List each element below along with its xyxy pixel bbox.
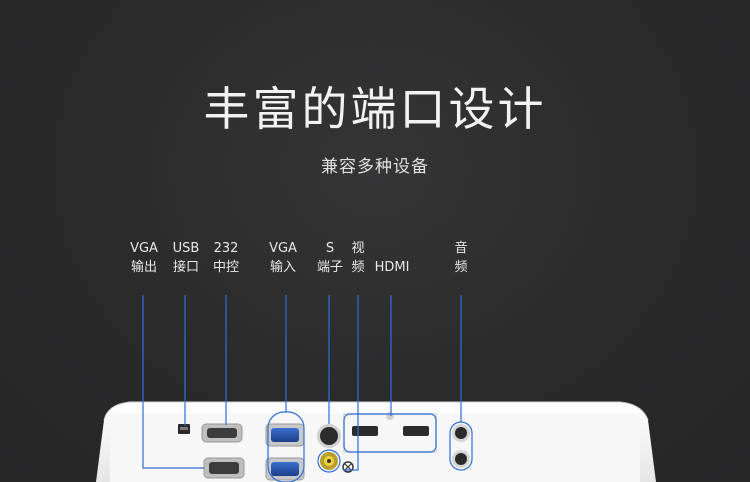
port-label-line2: 接口 bbox=[172, 260, 199, 275]
port-label-line2: 输出 bbox=[130, 260, 157, 275]
port-label-video: 视 频 bbox=[348, 239, 368, 277]
s-video-port-icon bbox=[317, 424, 341, 448]
port-label-line2: HDMI bbox=[374, 260, 410, 275]
port-label-line1: VGA bbox=[269, 241, 297, 256]
port-label-line1: 视 bbox=[351, 241, 365, 256]
port-label-232: 232 中控 bbox=[208, 239, 244, 277]
port-label-line2: 端子 bbox=[316, 260, 343, 275]
port-label-usb: USB 接口 bbox=[168, 239, 204, 277]
port-label-line1: 音 bbox=[454, 241, 468, 256]
port-label-line1: S bbox=[325, 241, 335, 256]
port-label-line1: USB bbox=[172, 241, 200, 256]
port-label-line1: 232 bbox=[213, 241, 239, 256]
vga-out-port-icon bbox=[203, 457, 245, 479]
vga-in-port-icon bbox=[265, 423, 305, 481]
port-label-line2: 频 bbox=[454, 260, 468, 275]
rs232-port-icon bbox=[201, 423, 243, 443]
port-label-line1: VGA bbox=[130, 241, 158, 256]
port-label-s-video: S 端子 bbox=[312, 239, 348, 277]
composite-video-port-icon bbox=[320, 452, 338, 470]
port-label-line2: 频 bbox=[351, 260, 365, 275]
usb-port-icon bbox=[178, 424, 190, 434]
headline: 丰富的端口设计 bbox=[203, 82, 547, 136]
port-label-line2: 输入 bbox=[269, 260, 296, 275]
subhead: 兼容多种设备 bbox=[321, 157, 429, 177]
leader-lines bbox=[142, 295, 473, 482]
port-label-line2: 中控 bbox=[212, 260, 239, 275]
port-label-audio: 音 频 bbox=[451, 239, 471, 277]
port-label-vga-in: VGA 输入 bbox=[265, 239, 301, 277]
audio-port-icon bbox=[452, 424, 470, 468]
port-label-hdmi: ​ HDMI bbox=[372, 239, 412, 277]
port-label-vga-out: VGA 输出 bbox=[126, 239, 162, 277]
